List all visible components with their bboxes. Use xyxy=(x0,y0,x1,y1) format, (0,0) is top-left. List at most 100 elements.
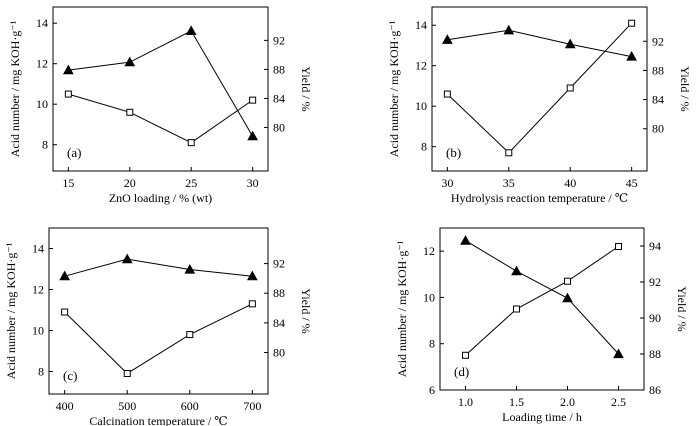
yield-point xyxy=(626,51,637,61)
panel-label: (b) xyxy=(446,145,461,160)
plot-frame xyxy=(431,6,648,172)
y-tick-label: 12 xyxy=(36,57,48,71)
y-tick-label: 6 xyxy=(429,383,435,397)
y2-tick-label: 92 xyxy=(649,275,661,289)
acid-number-point xyxy=(64,90,72,98)
x-tick-label: 30 xyxy=(441,176,453,190)
acid-number-point xyxy=(615,243,622,251)
y2-tick-label: 84 xyxy=(652,93,664,107)
acid-number-point xyxy=(187,139,195,147)
acid-number-point xyxy=(462,351,469,359)
x-axis-title: ZnO loading / % (wt) xyxy=(109,191,212,205)
yield-point xyxy=(511,265,522,276)
y-tick-label: 14 xyxy=(36,16,48,30)
yield-point xyxy=(460,235,471,245)
yield-point xyxy=(247,270,258,281)
y-tick-label: 14 xyxy=(32,241,44,255)
yield-point xyxy=(124,56,136,67)
acid-number-point xyxy=(443,90,451,98)
x-tick-label: 2.0 xyxy=(560,395,575,409)
y2-tick-label: 94 xyxy=(649,239,661,253)
acid-number-point xyxy=(513,305,520,313)
y-tick-label: 8 xyxy=(421,140,427,154)
acid-number-point xyxy=(186,331,194,339)
x-axis-title: Calcination temperature / ℃ xyxy=(89,414,227,426)
panel-label: (a) xyxy=(67,145,81,160)
y-tick-label: 10 xyxy=(415,99,427,113)
y2-tick-label: 90 xyxy=(649,311,661,325)
y-axis-title: Acid number / mg KOH·g⁻¹ xyxy=(387,20,401,157)
y-tick-label: 10 xyxy=(423,290,435,304)
plot-frame xyxy=(52,6,269,172)
x-tick-label: 20 xyxy=(124,176,136,190)
y-tick-label: 12 xyxy=(423,244,435,258)
x-axis-title: Hydrolysis reaction temperature / ℃ xyxy=(451,191,628,205)
acid-number-line xyxy=(68,93,253,144)
y2-axis-title: Yield / % xyxy=(675,286,689,331)
x-tick-label: 500 xyxy=(118,399,136,413)
acid-number-point xyxy=(248,300,256,308)
x-tick-label: 1.5 xyxy=(509,395,524,409)
y-axis-title: Acid number / mg KOH·g⁻¹ xyxy=(395,240,409,377)
yield-point xyxy=(562,292,573,303)
yield-point xyxy=(564,38,576,49)
acid-number-point xyxy=(566,84,574,92)
x-axis-title: Loading time / h xyxy=(502,410,582,424)
yield-point xyxy=(185,25,197,36)
y-tick-label: 8 xyxy=(429,337,435,351)
y-tick-label: 12 xyxy=(415,59,427,73)
y2-tick-label: 84 xyxy=(273,91,285,105)
y2-axis-title: Yield / % xyxy=(299,288,313,333)
yield-point xyxy=(59,270,70,281)
yield-point xyxy=(121,253,133,264)
yield-point xyxy=(63,64,74,75)
yield-point xyxy=(442,34,453,44)
x-tick-label: 700 xyxy=(243,399,261,413)
y2-tick-label: 92 xyxy=(652,34,664,48)
plot-frame xyxy=(439,227,645,391)
yield-point xyxy=(503,24,515,35)
y2-axis-title: Yield / % xyxy=(678,66,692,111)
x-tick-label: 40 xyxy=(564,176,576,190)
y-tick-label: 10 xyxy=(32,323,44,337)
x-tick-label: 15 xyxy=(62,176,74,190)
yield-line xyxy=(68,30,254,137)
acid-number-point xyxy=(564,277,571,285)
x-tick-label: 600 xyxy=(181,399,199,413)
y-tick-label: 10 xyxy=(36,97,48,111)
y2-tick-label: 84 xyxy=(273,316,285,330)
yield-point xyxy=(613,348,624,359)
yield-line xyxy=(447,29,632,58)
acid-number-point xyxy=(505,149,513,157)
acid-number-line xyxy=(465,246,619,356)
y-tick-label: 12 xyxy=(32,282,44,296)
plot-frame xyxy=(48,227,269,395)
y2-tick-label: 88 xyxy=(273,62,285,76)
y-axis-title: Acid number / mg KOH·g⁻¹ xyxy=(4,242,18,379)
panel-label: (d) xyxy=(454,364,469,379)
y-tick-label: 8 xyxy=(38,364,44,378)
acid-number-point xyxy=(628,19,636,27)
yield-point xyxy=(247,130,258,141)
y2-tick-label: 80 xyxy=(273,120,285,134)
x-tick-label: 30 xyxy=(247,176,259,190)
yield-point xyxy=(184,263,196,274)
x-tick-label: 2.5 xyxy=(611,395,626,409)
y2-tick-label: 80 xyxy=(652,122,664,136)
acid-number-point xyxy=(249,96,257,104)
x-tick-label: 25 xyxy=(185,176,197,190)
y2-tick-label: 92 xyxy=(273,257,285,271)
acid-number-point xyxy=(123,370,131,378)
y2-tick-label: 88 xyxy=(273,286,285,300)
yield-line xyxy=(64,258,253,277)
y2-axis-title: Yield / % xyxy=(299,66,313,111)
acid-number-line xyxy=(64,303,253,375)
acid-number-line xyxy=(447,22,632,154)
y2-tick-label: 88 xyxy=(652,63,664,77)
x-tick-label: 35 xyxy=(503,176,515,190)
acid-number-point xyxy=(126,108,134,116)
